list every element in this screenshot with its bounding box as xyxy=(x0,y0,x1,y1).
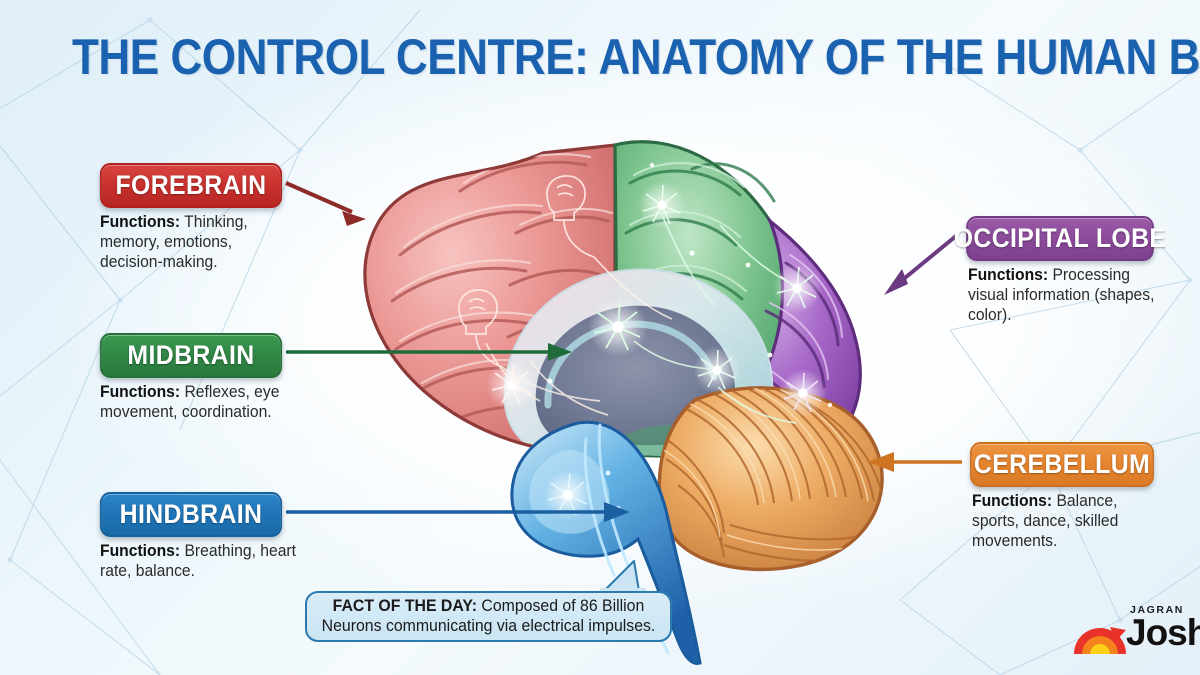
arrow-forebrain xyxy=(285,181,366,226)
jagran-josh-logo[interactable]: JAGRAN Josh xyxy=(1072,600,1200,662)
logo-brand-small: JAGRAN xyxy=(1130,604,1184,616)
badge-text-forebrain: FOREBRAIN xyxy=(115,170,267,200)
arrow-occipital xyxy=(884,234,958,295)
functions-midbrain: Functions: Reflexes, eye movement, coord… xyxy=(100,382,295,422)
sunburst-arc-icon xyxy=(1074,627,1126,654)
badge-text-midbrain: MIDBRAIN xyxy=(127,340,255,370)
arrow-hindbrain xyxy=(286,502,630,522)
label-badge-cerebellum[interactable]: CEREBELLUM xyxy=(970,442,1154,487)
fact-of-the-day-callout: FACT OF THE DAY: Composed of 86 Billion … xyxy=(305,591,672,642)
badge-text-hindbrain: HINDBRAIN xyxy=(119,499,263,529)
functions-occipital-lobe: Functions: Processing visual information… xyxy=(968,265,1158,325)
functions-prefix-midbrain: Functions: xyxy=(100,383,181,401)
functions-text-occipital-lobe: Processing visual information (shapes, c… xyxy=(968,266,1155,325)
label-badge-occipital-lobe[interactable]: OCCIPITAL LOBE xyxy=(954,216,1166,261)
functions-prefix-occipital-lobe: Functions: xyxy=(968,266,1049,284)
brain-illustration xyxy=(363,140,884,665)
logo-brand-main: Josh xyxy=(1126,612,1200,653)
fact-text: Composed of 86 Billion Neurons communica… xyxy=(321,596,656,635)
functions-prefix-hindbrain: Functions: xyxy=(100,542,181,560)
badge-text-occipital-lobe: OCCIPITAL LOBE xyxy=(953,223,1167,253)
label-badge-forebrain[interactable]: FOREBRAIN xyxy=(99,163,283,208)
functions-text-cerebellum: Balance, sports, dance, skilled movement… xyxy=(972,492,1119,551)
functions-text-midbrain: Reflexes, eye movement, coordination. xyxy=(100,383,280,422)
label-badge-midbrain[interactable]: MIDBRAIN xyxy=(99,333,283,378)
functions-hindbrain: Functions: Breathing, heart rate, balanc… xyxy=(100,541,304,581)
functions-prefix-forebrain: Functions: xyxy=(100,213,181,231)
functions-cerebellum: Functions: Balance, sports, dance, skill… xyxy=(972,491,1167,551)
functions-text-hindbrain: Breathing, heart rate, balance. xyxy=(100,542,297,581)
arrow-cerebellum xyxy=(868,452,962,472)
functions-text-forebrain: Thinking, memory, emotions, decision-mak… xyxy=(100,213,248,272)
functions-forebrain: Functions: Thinking, memory, emotions, d… xyxy=(100,212,295,272)
functions-prefix-cerebellum: Functions: xyxy=(972,492,1053,510)
badge-text-cerebellum: CEREBELLUM xyxy=(973,449,1151,479)
fact-prefix: FACT OF THE DAY: xyxy=(332,596,478,615)
page-title: THE CONTROL CENTRE: ANATOMY OF THE HUMAN… xyxy=(72,29,1200,85)
arrow-midbrain xyxy=(286,343,572,361)
label-badge-hindbrain[interactable]: HINDBRAIN xyxy=(99,492,283,537)
